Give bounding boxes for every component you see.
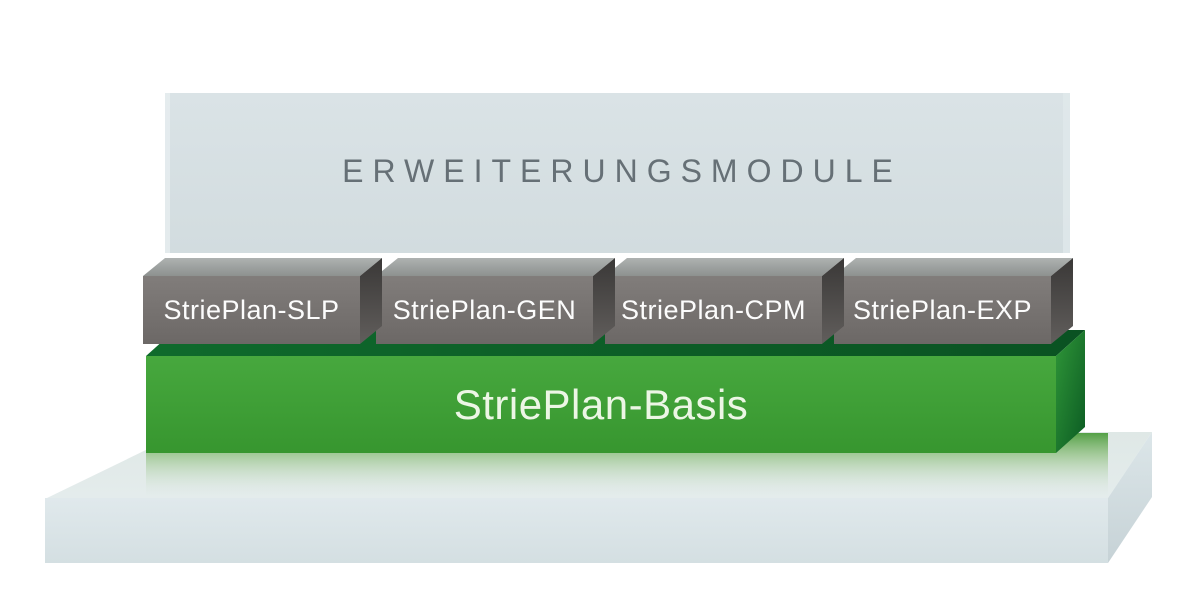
- module-box-exp: [834, 258, 1073, 344]
- module-box-exp-side: [1051, 258, 1073, 344]
- module-label-gen: StriePlan-GEN: [392, 295, 577, 325]
- panel-title: ERWEITERUNGSMODULE: [342, 153, 902, 189]
- extension-panel-background: [165, 93, 1070, 253]
- module-box-slp-front: [143, 276, 360, 344]
- module-box-gen: [376, 258, 615, 344]
- module-box-cpm-side: [822, 258, 844, 344]
- module-label-cpm: StriePlan-CPM: [620, 295, 807, 325]
- platform-right-face: [1108, 432, 1152, 563]
- module-box-exp-top: [834, 258, 1073, 276]
- module-label-exp: StriePlan-EXP: [852, 295, 1033, 325]
- module-box-slp-side: [360, 258, 382, 344]
- module-box-slp-top: [143, 258, 382, 276]
- basis-bar-right-face: [1056, 330, 1085, 453]
- module-box-cpm-front: [605, 276, 822, 344]
- module-box-cpm: [605, 258, 844, 344]
- extension-panel-left-highlight: [165, 93, 170, 253]
- module-box-cpm-top: [605, 258, 844, 276]
- module-box-exp-front: [834, 276, 1051, 344]
- extension-panel-right-highlight: [1063, 93, 1070, 253]
- module-box-slp: [143, 258, 382, 344]
- module-label-slp: StriePlan-SLP: [163, 295, 340, 325]
- platform-front-face: [45, 498, 1108, 563]
- module-box-gen-top: [376, 258, 615, 276]
- module-box-gen-front: [376, 276, 593, 344]
- base-label: StriePlan-Basis: [453, 381, 749, 428]
- module-box-gen-side: [593, 258, 615, 344]
- basis-bar-front-face: [146, 356, 1056, 453]
